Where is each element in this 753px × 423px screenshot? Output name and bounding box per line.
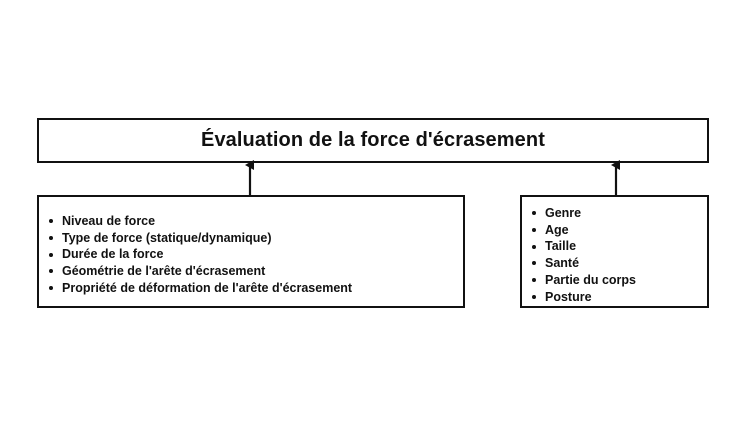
list-item-label: Propriété de déformation de l'arête d'éc…: [62, 280, 353, 295]
list-item-label: Partie du corps: [545, 272, 636, 287]
list-item-label: Niveau de force: [62, 214, 156, 228]
list-item: Durée de la force: [49, 246, 352, 263]
list-item: Posture: [532, 289, 636, 306]
list-item-label: Type de force (statique/dynamique): [62, 230, 272, 245]
list-item: Age: [532, 222, 636, 239]
list-item-label: Taille: [545, 239, 577, 254]
list-item-label: Durée de la force: [62, 247, 164, 262]
list-item: Genre: [532, 205, 636, 222]
list-item: Niveau de force: [49, 213, 352, 230]
list-item-label: Géométrie de l'arête d'écrasement: [62, 264, 266, 279]
bullet-icon: [532, 261, 536, 266]
list-item-label: Santé: [545, 256, 580, 271]
bullet-icon: [49, 269, 53, 274]
bullet-icon: [532, 228, 536, 233]
bullet-icon: [49, 252, 53, 257]
list-item: Santé: [532, 255, 636, 272]
left-factors-box: Niveau de force Type de force (statique/…: [37, 195, 465, 308]
list-item: Partie du corps: [532, 272, 636, 289]
list-item-label: Age: [545, 222, 569, 237]
list-item: Taille: [532, 238, 636, 255]
left-factors-list: Niveau de force Type de force (statique/…: [49, 213, 352, 297]
list-item: Propriété de déformation de l'arête d'éc…: [49, 280, 352, 297]
diagram-title: Évaluation de la force d'écrasement: [201, 129, 545, 151]
list-item: Type de force (statique/dynamique): [49, 230, 352, 247]
right-factors-list: Genre Age Taille Santé Partie du corps P…: [532, 205, 636, 305]
bullet-icon: [532, 244, 536, 249]
list-item-label: Posture: [545, 289, 592, 304]
list-item-label: Genre: [545, 206, 582, 220]
bullet-icon: [532, 294, 536, 299]
bullet-icon: [49, 236, 53, 241]
list-item: Géométrie de l'arête d'écrasement: [49, 263, 352, 280]
title-box: Évaluation de la force d'écrasement: [37, 118, 709, 163]
right-factors-box: Genre Age Taille Santé Partie du corps P…: [520, 195, 709, 308]
bullet-icon: [49, 219, 53, 224]
bullet-icon: [532, 278, 536, 283]
bullet-icon: [532, 211, 536, 216]
bullet-icon: [49, 286, 53, 291]
